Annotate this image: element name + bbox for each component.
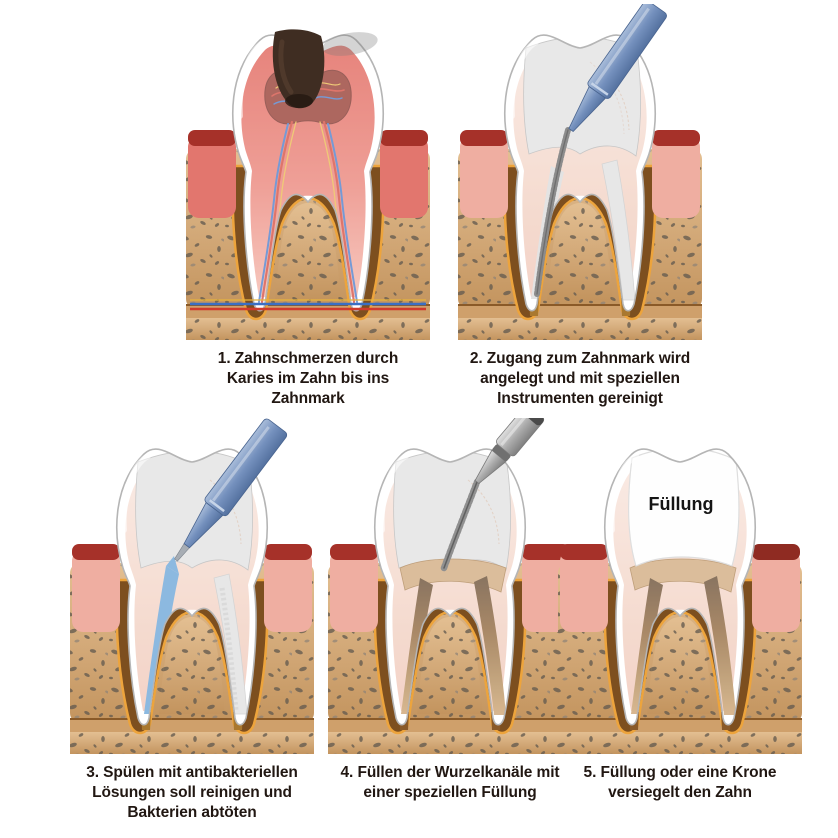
step-5-illustration: Füllung: [558, 448, 802, 754]
step-5-panel: Füllung 5. Füllung oder eine Krone versi…: [550, 418, 810, 803]
caption-line: Karies im Zahn bis ins: [226, 369, 390, 387]
caption-line: 4. Füllen der Wurzelkanäle mit: [340, 764, 560, 781]
step-4-illustration: [328, 418, 572, 754]
caption-line: Bakterien abtöten: [127, 803, 257, 821]
caption-line: Lösungen soll reinigen und: [92, 783, 292, 801]
gum-left: [188, 130, 236, 218]
gum-left: [330, 544, 378, 632]
caption-line: 2. Zugang zum Zahnmark wird: [469, 350, 691, 367]
caption-line: einer speziellen Füllung: [363, 783, 537, 801]
gum-left: [460, 130, 508, 218]
enamel-highlight: [508, 39, 539, 119]
root-canal-file-coil: [534, 127, 571, 297]
gum-right: [380, 130, 428, 218]
enamel-stain: [322, 32, 378, 56]
caption-line: Instrumenten gereinigt: [497, 389, 663, 407]
enamel-highlight: [378, 453, 409, 533]
gum-left: [72, 544, 120, 632]
enamel-highlight: [120, 453, 151, 533]
caption-line: 5. Füllung oder eine Krone: [583, 764, 777, 781]
spiral-filler-shaft: [440, 478, 481, 572]
caption-line: angelegt und mit speziellen: [480, 369, 680, 387]
step-1-caption: 1. Zahnschmerzen durch Karies im Zahn bi…: [178, 349, 438, 408]
caption-line: 3. Spülen mit antibakteriellen: [86, 764, 298, 781]
enamel-highlight: [236, 39, 267, 119]
filling-handpiece: [474, 418, 545, 485]
step-4-caption: 4. Füllen der Wurzelkanäle mit einer spe…: [320, 763, 580, 803]
step-2-illustration: [458, 4, 702, 340]
caries-lesion: [272, 29, 325, 109]
irrigation-syringe: [174, 418, 288, 562]
caries-deep: [285, 94, 313, 108]
enamel-highlight: [608, 453, 639, 533]
step-5-caption: 5. Füllung oder eine Krone versiegelt de…: [550, 763, 810, 803]
caption-line: Zahnmark: [271, 389, 345, 407]
gum-right: [264, 544, 312, 632]
step-2-caption: 2. Zugang zum Zahnmark wird angelegt und…: [450, 349, 710, 408]
step-3-panel: 3. Spülen mit antibakteriellen Lösungen …: [62, 418, 322, 822]
gum-right: [752, 544, 800, 632]
step-3-caption: 3. Spülen mit antibakteriellen Lösungen …: [62, 763, 322, 822]
endodontic-handpiece: [568, 4, 667, 133]
step-1-panel: 1. Zahnschmerzen durch Karies im Zahn bi…: [178, 4, 438, 408]
gum-right: [652, 130, 700, 218]
step-3-illustration: [70, 418, 314, 754]
caption-line: 1. Zahnschmerzen durch: [217, 350, 399, 367]
caption-line: versiegelt den Zahn: [608, 783, 752, 801]
gum-left: [560, 544, 608, 632]
step-4-panel: 4. Füllen der Wurzelkanäle mit einer spe…: [320, 418, 580, 803]
caries-highlight: [278, 39, 294, 95]
step-2-panel: 2. Zugang zum Zahnmark wird angelegt und…: [450, 4, 710, 408]
jaw-vessels: [190, 299, 426, 311]
filling-label: Füllung: [649, 494, 714, 514]
step-1-illustration: [186, 29, 430, 340]
